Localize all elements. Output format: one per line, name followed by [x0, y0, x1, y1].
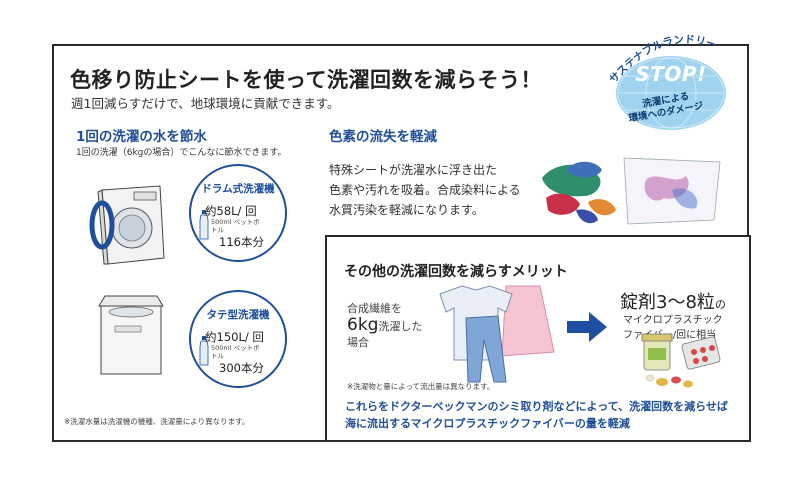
drum-washer-icon — [89, 185, 165, 265]
tablets-prefix: 錠剤 — [620, 292, 656, 313]
conclusion-line-1: これらをドクターベックマンのシミ取り剤などによって、洗濯回数を減らせば — [345, 400, 728, 413]
vertical-bottle-note: 500ml ペットボトル — [211, 344, 260, 360]
drum-bottle-note: 500ml ペットボトル — [211, 218, 260, 234]
page-subtitle: 週1回減らすだけで、地球環境に貢献できます。 — [71, 96, 340, 111]
color-sheet-icon — [542, 157, 721, 225]
stop-stamp: STOP! 洗濯による 環境へのダメージ — [616, 56, 726, 136]
micro-line-1: マイクロプラスチック — [623, 315, 723, 326]
fiber-amount: 6kg — [347, 315, 379, 335]
water-heading: 1回の洗濯の水を節水 — [76, 129, 207, 145]
drum-washer-badge: ドラム式洗濯機 約58L/ 回 500ml ペットボトル 116本分 — [189, 164, 287, 262]
tablets-suffix: の — [714, 298, 726, 311]
merit-conclusion: これらをドクターベックマンのシミ取り剤などによって、洗濯回数を減らせば 海に流出… — [345, 398, 728, 432]
vertical-label: タテ型洗濯機 — [206, 309, 270, 321]
tablets-value: 3～8粒 — [656, 292, 715, 313]
drum-value: 約58L/ 回 — [205, 204, 257, 218]
drum-label: ドラム式洗濯機 — [201, 183, 275, 195]
page-title: 色移り防止シートを使って洗濯回数を減らそう！ — [70, 68, 542, 92]
pills-icon — [641, 333, 721, 388]
bottle-icon — [199, 336, 209, 366]
water-note: 1回の洗濯（6kgの場合）でこんなに節水できます。 — [76, 148, 287, 158]
fiber-mid: 洗濯した — [378, 320, 423, 333]
clothes-icon — [439, 285, 555, 383]
globe-icon — [617, 57, 725, 129]
merit-heading: その他の洗濯回数を減らすメリット — [344, 264, 568, 280]
vertical-count: 300本分 — [219, 361, 264, 375]
bottle-icon — [199, 210, 209, 240]
fiber-description: 合成繊維を 6kg洗濯した 場合 — [347, 301, 422, 351]
color-line-1: 特殊シートが洗濯水に浮き出た — [329, 163, 498, 177]
water-footnote: ※洗濯水量は洗濯機の機種、洗濯量により異なります。 — [64, 417, 250, 426]
color-line-3: 水質汚染を軽減になります。 — [329, 203, 484, 217]
color-description: 特殊シートが洗濯水に浮き出た 色素や汚れを吸着。合成染料による 水質汚染を軽減に… — [329, 160, 521, 220]
arrow-right-icon — [567, 312, 607, 342]
fiber-post: 場合 — [347, 336, 369, 349]
color-line-2: 色素や汚れを吸着。合成染料による — [329, 183, 521, 197]
tablets-text: 錠剤3～8粒の — [620, 288, 726, 314]
merit-footnote: ※洗濯物と量によって流出量は異なります。 — [347, 382, 495, 391]
stop-text: STOP! — [635, 62, 707, 86]
vertical-value: 約150L/ 回 — [205, 330, 264, 344]
conclusion-line-2: 海に流出するマイクロプラスチックファイバーの量を軽減 — [345, 417, 630, 430]
vertical-washer-icon — [98, 295, 164, 375]
color-heading: 色素の流失を軽減 — [329, 129, 437, 145]
drum-count: 116本分 — [219, 235, 264, 249]
vertical-washer-badge: タテ型洗濯機 約150L/ 回 500ml ペットボトル 300本分 — [189, 290, 287, 388]
fiber-pre: 合成繊維を — [347, 302, 402, 315]
